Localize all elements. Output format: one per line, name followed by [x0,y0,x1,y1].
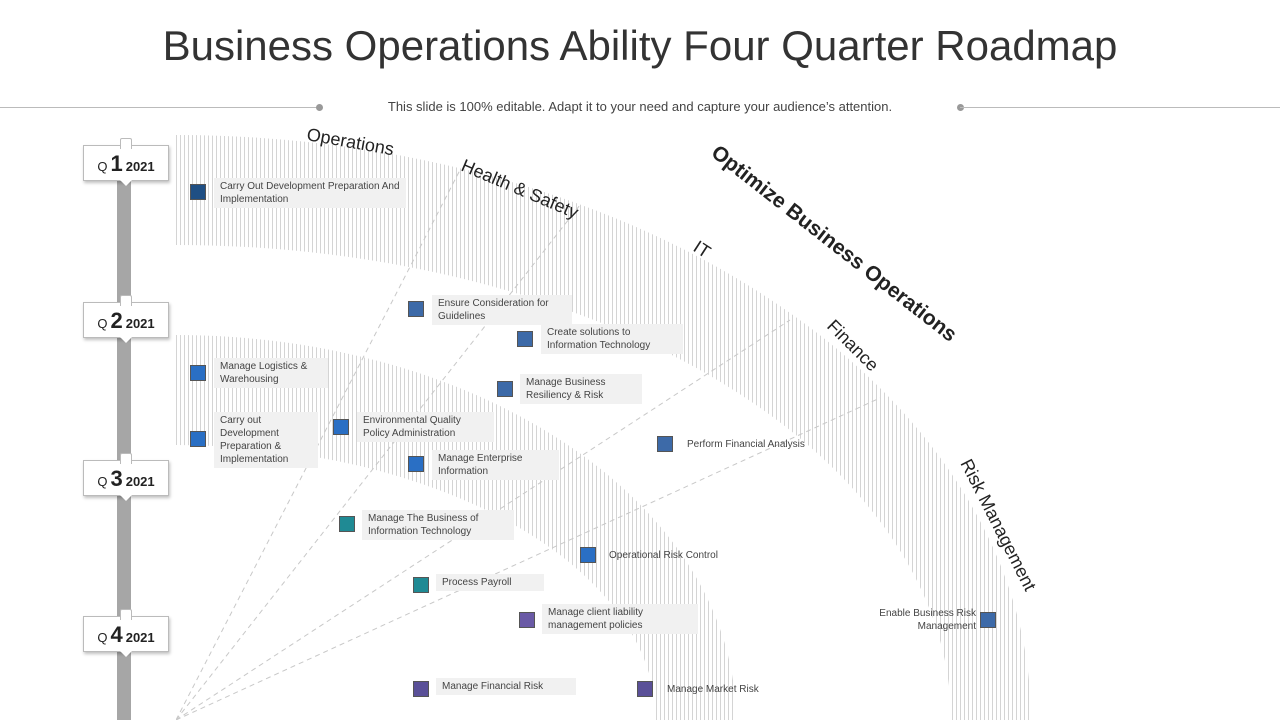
item-label: Create solutions to Information Technolo… [541,324,683,354]
item-label: Manage Market Risk [667,684,759,695]
subtitle: This slide is 100% editable. Adapt it to… [387,99,893,114]
subtitle-rule-right [960,107,1280,108]
item-marker [190,365,206,381]
radial-dashed-lines [176,169,881,720]
item-label: Manage The Business of Information Techn… [362,510,514,540]
item-label: Manage Financial Risk [436,678,576,695]
item-label: Ensure Consideration for Guidelines [432,295,572,325]
item-marker [413,577,429,593]
subtitle-rule-left-dot [316,104,323,111]
item-label: Process Payroll [436,574,544,591]
item-label: Manage Logistics & Warehousing [214,358,328,388]
item-marker [408,301,424,317]
item-label: Manage Business Resiliency & Risk [520,374,642,404]
page-title: Business Operations Ability Four Quarter… [162,22,1118,69]
item-marker [413,681,429,697]
subtitle-rule-left [0,107,320,108]
item-marker [519,612,535,628]
item-label: Carry Out Development Preparation And Im… [214,178,406,208]
item-label: Manage Enterprise Information [432,450,559,480]
item-marker [408,456,424,472]
item-label: Environmental Quality Policy Administrat… [357,412,494,442]
item-marker [333,419,349,435]
item-marker [657,436,673,452]
item-marker [190,184,206,200]
item-marker [190,431,206,447]
item-marker [637,681,653,697]
item-marker [497,381,513,397]
item-label: Operational Risk Control [609,550,718,561]
item-label: Enable Business Risk Management [879,608,976,632]
item-marker [580,547,596,563]
item-label: Carry out Development Preparation & Impl… [214,412,318,468]
item-marker [339,516,355,532]
item-marker [517,331,533,347]
item-label: Perform Financial Analysis [687,439,805,450]
item-label: Manage client liability management polic… [542,604,698,634]
item-marker [980,612,996,628]
